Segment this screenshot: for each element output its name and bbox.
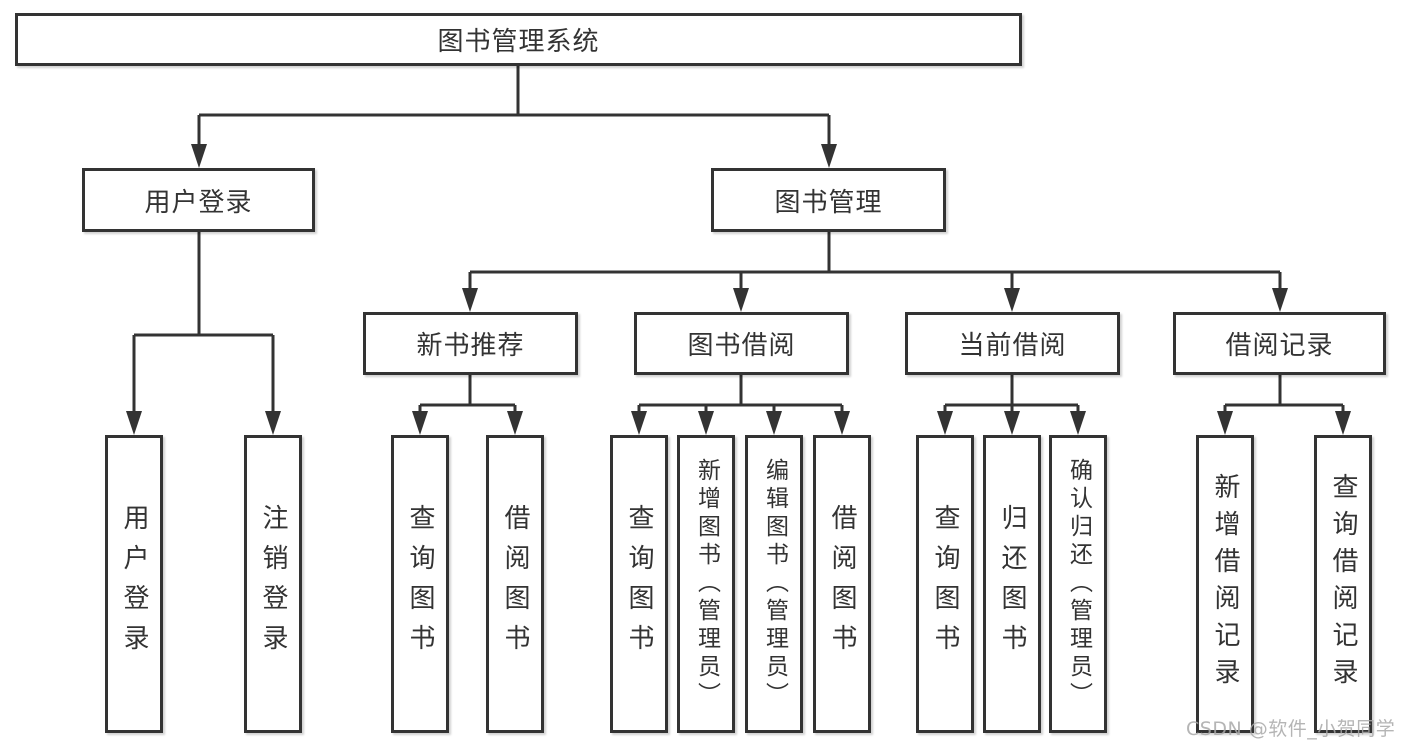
leaf-return-books: 归还图书 <box>983 435 1041 733</box>
node-label: 图书管理系统 <box>437 27 600 57</box>
arrowhead <box>766 411 782 435</box>
node-label: 确认归还（管理员） <box>1065 458 1092 710</box>
arrowhead <box>834 411 850 435</box>
arrowhead <box>1004 411 1020 435</box>
node-label: 图书管理 <box>774 187 883 218</box>
leaf-query-books-current: 查询图书 <box>916 435 974 733</box>
node-label: 新书推荐 <box>416 331 525 361</box>
leaf-confirm-return-admin: 确认归还（管理员） <box>1049 435 1107 733</box>
arrowhead <box>412 411 428 435</box>
node-current-borrowing: 当前借阅 <box>905 312 1120 375</box>
node-label: 查询图书 <box>930 504 960 664</box>
connector-book-management-arrow-shafts <box>468 272 1282 291</box>
node-label: 当前借阅 <box>958 331 1067 361</box>
leaf-add-books-admin: 新增图书（管理员） <box>677 435 735 733</box>
leaf-query-books-recommend: 查询图书 <box>391 435 449 733</box>
node-label: 归还图书 <box>997 504 1027 664</box>
node-label: 借阅图书 <box>500 504 530 664</box>
node-label: 注销登录 <box>258 504 288 664</box>
leaf-query-borrow-record: 查询借阅记录 <box>1314 435 1372 733</box>
leaf-logout-login: 注销登录 <box>244 435 302 733</box>
leaf-add-borrow-record: 新增借阅记录 <box>1196 435 1254 733</box>
arrowhead <box>1217 411 1233 435</box>
connector-root-arrow-shafts <box>197 115 831 147</box>
leaf-query-books-borrow: 查询图书 <box>610 435 668 733</box>
node-label: 图书借阅 <box>687 331 796 361</box>
node-book-management: 图书管理 <box>711 168 946 232</box>
node-new-book-recommendation: 新书推荐 <box>363 312 578 375</box>
node-borrowing-records: 借阅记录 <box>1173 312 1386 375</box>
node-book-borrowing: 图书借阅 <box>634 312 849 375</box>
arrowhead <box>1272 288 1288 312</box>
node-root: 图书管理系统 <box>15 13 1022 66</box>
arrowhead <box>733 288 749 312</box>
node-label: 查询借阅记录 <box>1328 473 1358 695</box>
connector-user-login-arrow-shafts <box>132 335 275 414</box>
node-label: 查询图书 <box>624 504 654 664</box>
node-label: 新增借阅记录 <box>1210 473 1240 695</box>
csdn-watermark: CSDN @软件_小贺同学 <box>1186 718 1396 740</box>
arrowhead <box>631 411 647 435</box>
arrowhead <box>1335 411 1351 435</box>
node-label: 借阅记录 <box>1225 331 1334 361</box>
arrowhead <box>937 411 953 435</box>
node-user-login: 用户登录 <box>82 168 315 232</box>
leaf-edit-books-admin: 编辑图书（管理员） <box>745 435 803 733</box>
arrowhead <box>821 144 837 168</box>
node-label: 新增图书（管理员） <box>693 458 720 710</box>
arrowhead <box>265 411 281 435</box>
connector-leaf-arrow-shafts <box>418 405 1345 414</box>
node-label: 用户登录 <box>119 504 149 664</box>
node-label: 借阅图书 <box>827 504 857 664</box>
arrowhead <box>1004 288 1020 312</box>
node-label: 编辑图书（管理员） <box>761 458 788 710</box>
leaf-user-login: 用户登录 <box>105 435 163 733</box>
arrowhead <box>1070 411 1086 435</box>
arrowhead <box>507 411 523 435</box>
leaf-borrow-books: 借阅图书 <box>813 435 871 733</box>
arrowhead <box>191 144 207 168</box>
node-label: 查询图书 <box>405 504 435 664</box>
leaf-borrow-books-recommend: 借阅图书 <box>486 435 544 733</box>
connector-level3-stems <box>468 375 1282 405</box>
arrowhead <box>126 411 142 435</box>
node-label: 用户登录 <box>144 187 253 218</box>
arrowhead <box>698 411 714 435</box>
arrowhead <box>462 288 478 312</box>
